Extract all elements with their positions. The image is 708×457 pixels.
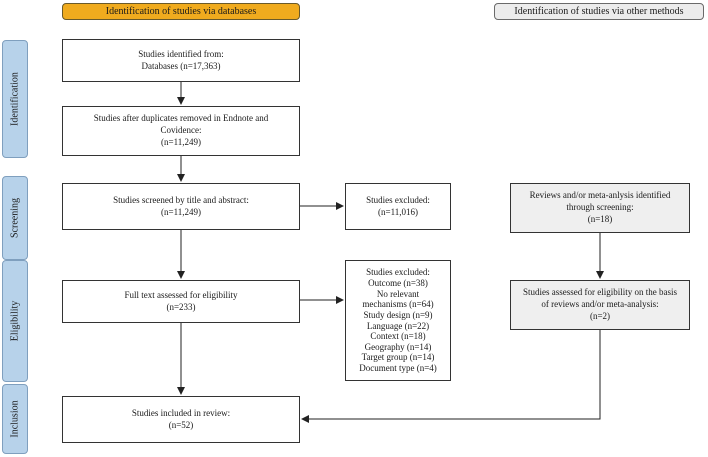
box-studies-identified: Studies identified from: Databases (n=17…: [62, 39, 300, 82]
stage-inclusion: Inclusion: [2, 384, 28, 454]
identified-line-2: Databases (n=17,363): [141, 60, 221, 71]
fulltext-line-1: Full text assessed for eligibility: [124, 289, 238, 300]
excluded-fulltext-line-6: Language (n=22): [366, 320, 430, 331]
excluded-fulltext-line-4: mechanisms (n=64): [362, 299, 434, 310]
box-reviews-identified: Reviews and/or meta-anlysis identified t…: [510, 183, 690, 233]
reviews-assessed-line-1: Studies assessed for eligibility on the …: [523, 287, 677, 298]
screened-line-2: (n=11,249): [161, 206, 201, 217]
box-included: Studies included in review: (n=52): [62, 396, 300, 443]
after-duplicates-line-3: (n=11,249): [161, 136, 201, 147]
excluded-fulltext-line-7: Context (n=18): [370, 331, 426, 342]
included-line-2: (n=52): [168, 419, 194, 430]
box-screened: Studies screened by title and abstract: …: [62, 183, 300, 230]
excluded-screening-line-2: (n=11,016): [378, 206, 418, 217]
fulltext-line-2: (n=233): [166, 301, 196, 312]
reviews-assessed-line-3: (n=2): [589, 310, 611, 321]
box-after-duplicates: Studies after duplicates removed in Endn…: [62, 106, 300, 156]
identified-line-1: Studies identified from:: [138, 48, 224, 59]
stage-eligibility: Eligibility: [2, 260, 28, 382]
included-line-1: Studies included in review:: [131, 407, 231, 418]
excluded-fulltext-line-2: Outcome (n=38): [368, 278, 428, 289]
excluded-fulltext-line-8: Geography (n=14): [364, 341, 432, 352]
excluded-fulltext-line-10: Document type (n=4): [359, 362, 437, 373]
excluded-fulltext-line-1: Studies excluded:: [366, 267, 430, 278]
other-methods-header: Identification of studies via other meth…: [494, 3, 704, 20]
after-duplicates-line-2: Covidence:: [160, 125, 202, 136]
box-reviews-assessed: Studies assessed for eligibility on the …: [510, 280, 690, 330]
screened-line-1: Studies screened by title and abstract:: [113, 194, 249, 205]
excluded-fulltext-line-5: Study design (n=9): [363, 309, 433, 320]
after-duplicates-line-1: Studies after duplicates removed in Endn…: [93, 113, 269, 124]
databases-header: Identification of studies via databases: [62, 3, 300, 20]
reviews-identified-line-1: Reviews and/or meta-anlysis identified: [529, 190, 671, 201]
excluded-screening-line-1: Studies excluded:: [366, 194, 430, 205]
stage-screening: Screening: [2, 176, 28, 260]
excluded-fulltext-line-9: Target group (n=14): [361, 352, 435, 363]
reviews-identified-line-2: through screening:: [566, 202, 634, 213]
excluded-fulltext-line-3: No relevant: [376, 288, 420, 299]
reviews-identified-line-3: (n=18): [587, 213, 613, 224]
box-fulltext-assessed: Full text assessed for eligibility (n=23…: [62, 280, 300, 323]
stage-identification: Identification: [2, 40, 28, 158]
box-excluded-fulltext: Studies excluded: Outcome (n=38) No rele…: [345, 260, 451, 381]
reviews-assessed-line-2: of reviews and/or meta-analysis:: [541, 299, 659, 310]
other-methods-header-label: Identification of studies via other meth…: [514, 6, 684, 17]
databases-header-label: Identification of studies via databases: [105, 6, 257, 17]
box-excluded-screening: Studies excluded: (n=11,016): [345, 183, 451, 230]
arrow-reviews-assessed-to-included: [301, 330, 601, 423]
